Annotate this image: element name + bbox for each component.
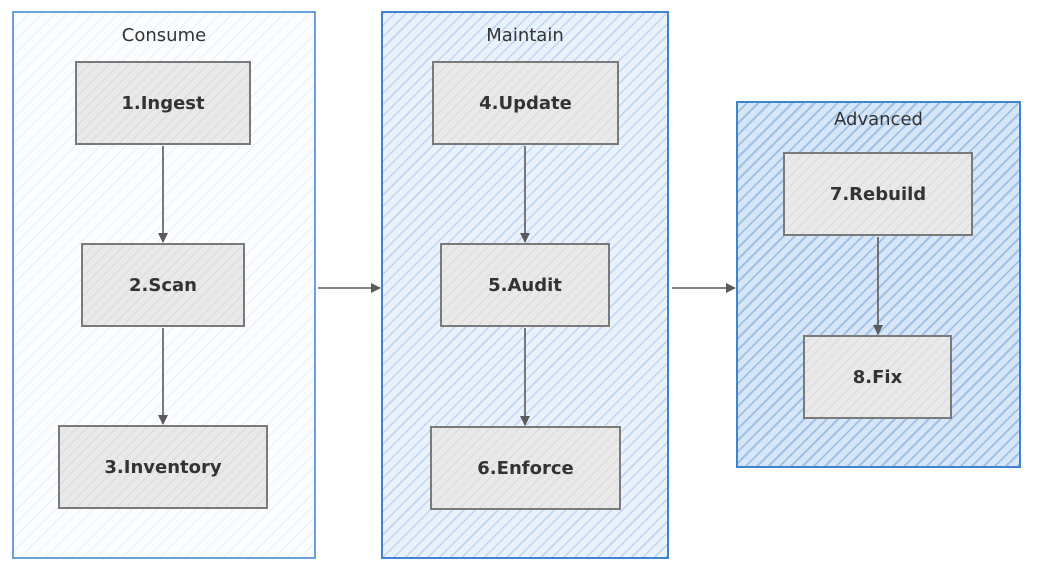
- node-ingest: 1.Ingest: [75, 61, 251, 145]
- group-consume-title: Consume: [121, 25, 207, 46]
- node-enforce: 6.Enforce: [430, 426, 621, 510]
- group-advanced-title: Advanced: [834, 109, 923, 130]
- node-inventory: 3.Inventory: [58, 425, 268, 509]
- node-audit: 5.Audit: [440, 243, 610, 327]
- node-scan: 2.Scan: [81, 243, 245, 327]
- node-fix: 8.Fix: [803, 335, 952, 419]
- node-rebuild: 7.Rebuild: [783, 152, 973, 236]
- node-update: 4.Update: [432, 61, 619, 145]
- group-maintain-title: Maintain: [486, 25, 564, 46]
